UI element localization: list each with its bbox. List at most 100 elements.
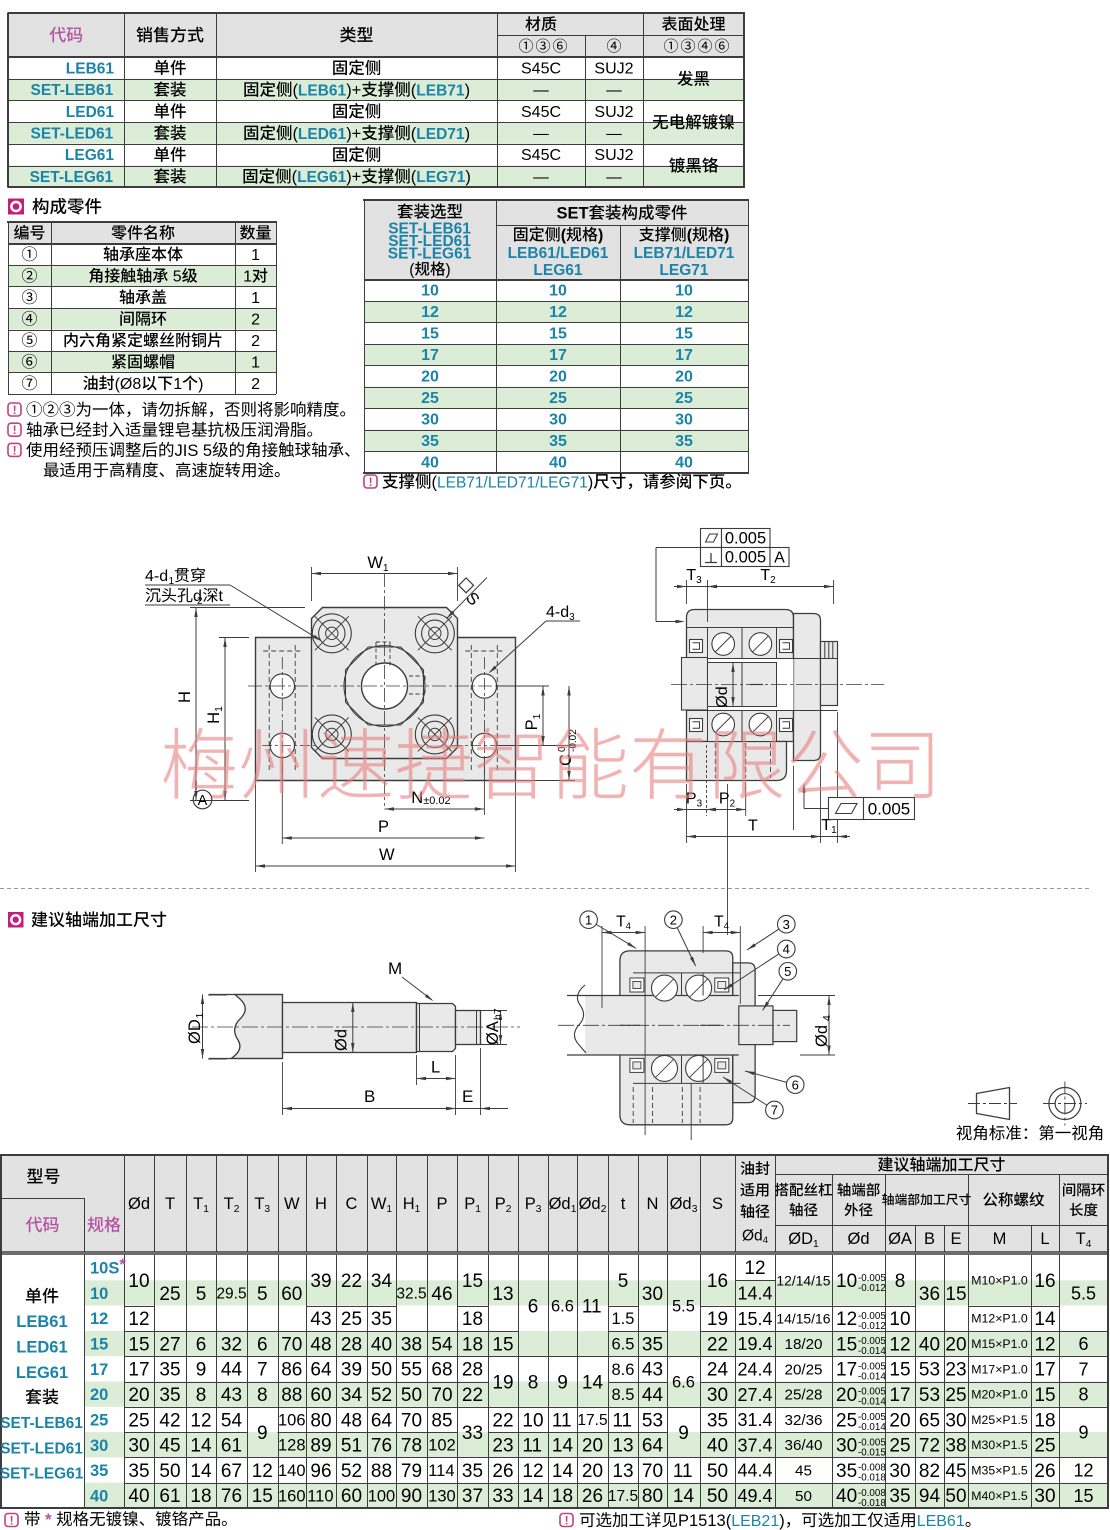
- svg-text:9: 9: [678, 1423, 689, 1444]
- svg-text:M25×P1.5: M25×P1.5: [971, 1413, 1028, 1427]
- svg-text:11: 11: [582, 1296, 602, 1317]
- svg-text:13: 13: [612, 1436, 633, 1457]
- svg-text:13: 13: [492, 1284, 513, 1305]
- svg-text:M: M: [993, 1230, 1007, 1248]
- svg-text:52: 52: [371, 1385, 392, 1406]
- svg-text:6: 6: [792, 1077, 799, 1092]
- svg-text:37: 37: [462, 1486, 483, 1507]
- svg-text:LEB71/LED71: LEB71/LED71: [634, 245, 735, 262]
- svg-text:80: 80: [310, 1410, 331, 1431]
- svg-text:35: 35: [707, 1410, 728, 1431]
- svg-text:67: 67: [221, 1461, 242, 1482]
- svg-text:9: 9: [557, 1372, 568, 1393]
- svg-text:15: 15: [252, 1486, 273, 1507]
- svg-text:10: 10: [675, 283, 693, 300]
- svg-text:36: 36: [919, 1284, 940, 1305]
- svg-text:ØD: ØD: [186, 1019, 204, 1044]
- svg-text:89: 89: [310, 1436, 331, 1457]
- svg-text:45: 45: [159, 1436, 180, 1457]
- svg-text:35: 35: [159, 1385, 180, 1406]
- svg-text:B: B: [364, 1087, 375, 1106]
- svg-text:12: 12: [252, 1461, 273, 1482]
- svg-text:17: 17: [90, 1361, 108, 1379]
- svg-text:P: P: [523, 719, 541, 730]
- svg-text:60: 60: [281, 1284, 302, 1305]
- svg-text:20: 20: [582, 1461, 603, 1482]
- svg-text:42: 42: [159, 1410, 180, 1431]
- svg-text:7: 7: [771, 1103, 778, 1118]
- svg-text:1: 1: [173, 376, 182, 393]
- svg-text:5: 5: [257, 1284, 268, 1305]
- svg-text:L: L: [1040, 1230, 1049, 1248]
- svg-text:15: 15: [128, 1334, 149, 1355]
- svg-text:50: 50: [159, 1461, 180, 1482]
- svg-text:12: 12: [1074, 1461, 1094, 1481]
- svg-text:M40×P1.5: M40×P1.5: [971, 1489, 1028, 1503]
- svg-text:65: 65: [919, 1410, 940, 1431]
- svg-text:-0.012: -0.012: [858, 1321, 886, 1332]
- svg-text:W: W: [284, 1195, 300, 1213]
- svg-text:32.5: 32.5: [396, 1286, 426, 1303]
- svg-text:1: 1: [415, 1204, 421, 1215]
- svg-text:10: 10: [549, 283, 567, 300]
- svg-text:-0.005: -0.005: [858, 1437, 886, 1448]
- svg-text:-0.005: -0.005: [858, 1311, 886, 1322]
- svg-text:64: 64: [642, 1436, 664, 1457]
- svg-text:25: 25: [1034, 1436, 1055, 1457]
- svg-text:14: 14: [552, 1436, 574, 1457]
- svg-text:(: (: [293, 81, 299, 99]
- svg-text:-0.008: -0.008: [858, 1463, 886, 1474]
- svg-text:LEB61: LEB61: [298, 82, 347, 99]
- svg-text:50: 50: [707, 1486, 728, 1507]
- svg-text:±0.02: ±0.02: [423, 795, 450, 807]
- svg-text:-0.014: -0.014: [858, 1346, 886, 1357]
- svg-text:—: —: [606, 125, 622, 142]
- svg-text:18: 18: [462, 1309, 483, 1330]
- svg-text:0.005: 0.005: [725, 530, 766, 548]
- svg-text:50: 50: [795, 1488, 812, 1505]
- svg-text:2: 2: [251, 333, 260, 350]
- svg-text:15: 15: [836, 1334, 857, 1355]
- svg-text:52: 52: [341, 1461, 362, 1482]
- svg-text:H: H: [403, 1195, 415, 1213]
- svg-text:): ): [465, 168, 471, 186]
- svg-text:(: (: [432, 473, 438, 491]
- svg-text:LED61: LED61: [298, 126, 347, 143]
- svg-text:76: 76: [371, 1436, 392, 1457]
- svg-text:P: P: [378, 818, 389, 836]
- svg-text:19: 19: [707, 1309, 728, 1330]
- svg-text:40: 40: [549, 454, 567, 471]
- svg-text:2: 2: [251, 311, 260, 328]
- svg-text:14/15/16: 14/15/16: [776, 1310, 830, 1326]
- svg-text:LED71: LED71: [416, 126, 465, 143]
- svg-text:44: 44: [642, 1385, 664, 1406]
- svg-text:SET-LED61: SET-LED61: [0, 1440, 83, 1457]
- svg-text:10: 10: [522, 1410, 543, 1431]
- svg-text:LED61: LED61: [16, 1339, 67, 1357]
- svg-text:40: 40: [128, 1486, 149, 1507]
- svg-text:40: 40: [421, 454, 439, 471]
- svg-text:W: W: [379, 846, 395, 864]
- svg-text:53: 53: [919, 1385, 940, 1406]
- svg-text:12: 12: [421, 304, 439, 321]
- svg-text:LEB71/LED71/LEG71: LEB71/LED71/LEG71: [437, 474, 588, 491]
- svg-text:39: 39: [310, 1271, 331, 1292]
- svg-text:35: 35: [889, 1486, 910, 1507]
- svg-text:20: 20: [945, 1334, 966, 1355]
- svg-text:25: 25: [128, 1410, 149, 1431]
- svg-text:18: 18: [552, 1486, 573, 1507]
- svg-text:1: 1: [214, 706, 225, 712]
- svg-text:SET-LEB61: SET-LEB61: [388, 221, 471, 238]
- svg-text:5: 5: [168, 268, 181, 285]
- svg-text:T: T: [714, 914, 724, 931]
- svg-text:14: 14: [522, 1486, 544, 1507]
- svg-text:102: 102: [428, 1437, 456, 1455]
- svg-text:6: 6: [1079, 1334, 1089, 1354]
- svg-text:(: (: [687, 227, 693, 244]
- svg-text:20: 20: [675, 369, 693, 386]
- svg-text:30: 30: [707, 1385, 728, 1406]
- svg-text:H: H: [205, 712, 223, 724]
- svg-text:25: 25: [836, 1410, 857, 1431]
- svg-text:SUJ2: SUJ2: [594, 60, 633, 77]
- svg-text:14.4: 14.4: [738, 1284, 773, 1304]
